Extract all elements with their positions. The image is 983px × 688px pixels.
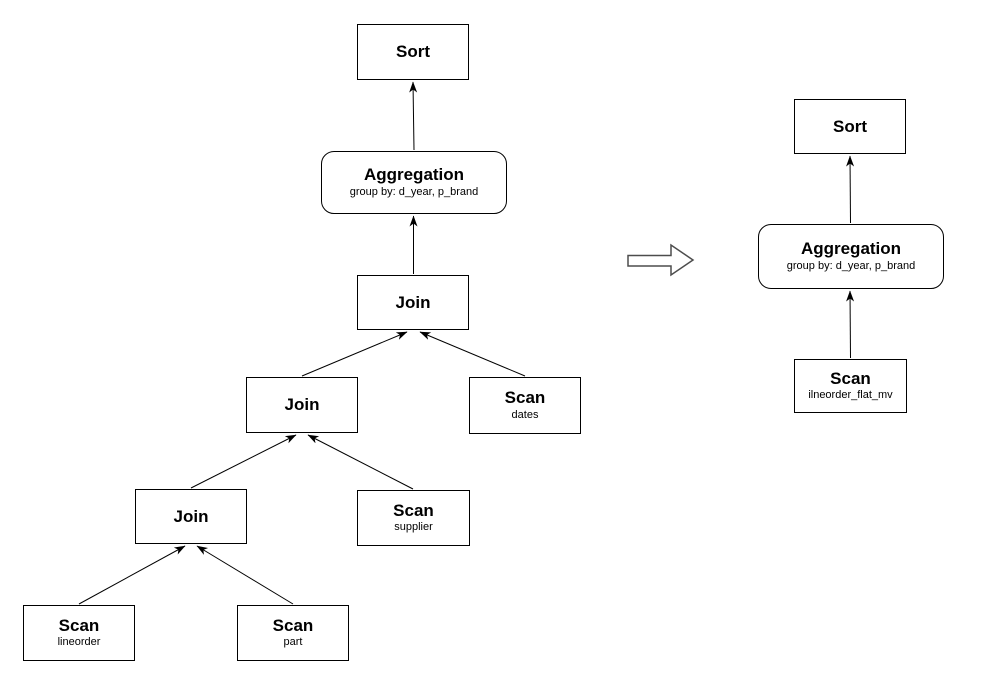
- left-scan-lineorder-node: Scan lineorder: [23, 605, 135, 661]
- left-scan-part-label: Scan: [272, 615, 314, 635]
- left-scan-dates-node: Scan dates: [469, 377, 581, 434]
- left-aggregation-sublabel: group by: d_year, p_brand: [349, 185, 479, 198]
- left-scan-supplier-sublabel: supplier: [394, 521, 433, 534]
- left-sort-node: Sort: [357, 24, 469, 80]
- right-scan-mv-sublabel: ilneorder_flat_mv: [808, 389, 893, 402]
- left-scan-dates-sublabel: dates: [511, 408, 539, 421]
- left-scan-supplier-node: Scan supplier: [357, 490, 470, 546]
- edge-scanpart-to-joinbottom: [196, 545, 294, 605]
- left-join-top-label: Join: [395, 292, 431, 312]
- left-scan-lineorder-sublabel: lineorder: [57, 636, 101, 649]
- left-join-bottom-label: Join: [173, 506, 209, 526]
- left-join-mid-node: Join: [246, 377, 358, 433]
- left-aggregation-label: Aggregation: [363, 165, 465, 185]
- edge-joinmid-to-jointop: [301, 331, 408, 377]
- right-scan-mv-label: Scan: [830, 368, 871, 388]
- left-sort-label: Sort: [396, 42, 430, 62]
- edge-right-scan-to-aggregation: [846, 290, 855, 359]
- edge-scansupplier-to-joinmid: [307, 434, 414, 490]
- left-join-mid-label: Join: [284, 395, 320, 415]
- edge-aggregation-to-sort: [409, 81, 418, 151]
- left-join-top-node: Join: [357, 275, 469, 330]
- edge-joinbottom-to-joinmid: [190, 434, 297, 489]
- right-sort-label: Sort: [833, 116, 867, 136]
- right-aggregation-sublabel: group by: d_year, p_brand: [786, 259, 916, 272]
- left-scan-supplier-label: Scan: [393, 500, 434, 520]
- left-scan-lineorder-label: Scan: [58, 615, 100, 635]
- left-scan-dates-label: Scan: [504, 388, 546, 408]
- left-aggregation-node: Aggregation group by: d_year, p_brand: [321, 151, 507, 214]
- left-scan-part-node: Scan part: [237, 605, 349, 661]
- right-scan-mv-node: Scan ilneorder_flat_mv: [794, 359, 907, 413]
- left-join-bottom-node: Join: [135, 489, 247, 544]
- right-aggregation-label: Aggregation: [800, 239, 902, 259]
- edge-scanlineorder-to-joinbottom: [78, 545, 186, 605]
- left-scan-part-sublabel: part: [283, 636, 303, 649]
- edge-scandates-to-jointop: [419, 331, 526, 377]
- transform-block-arrow: [627, 243, 695, 277]
- right-sort-node: Sort: [794, 99, 906, 154]
- edge-right-aggregation-to-sort: [846, 155, 855, 224]
- right-aggregation-node: Aggregation group by: d_year, p_brand: [758, 224, 944, 289]
